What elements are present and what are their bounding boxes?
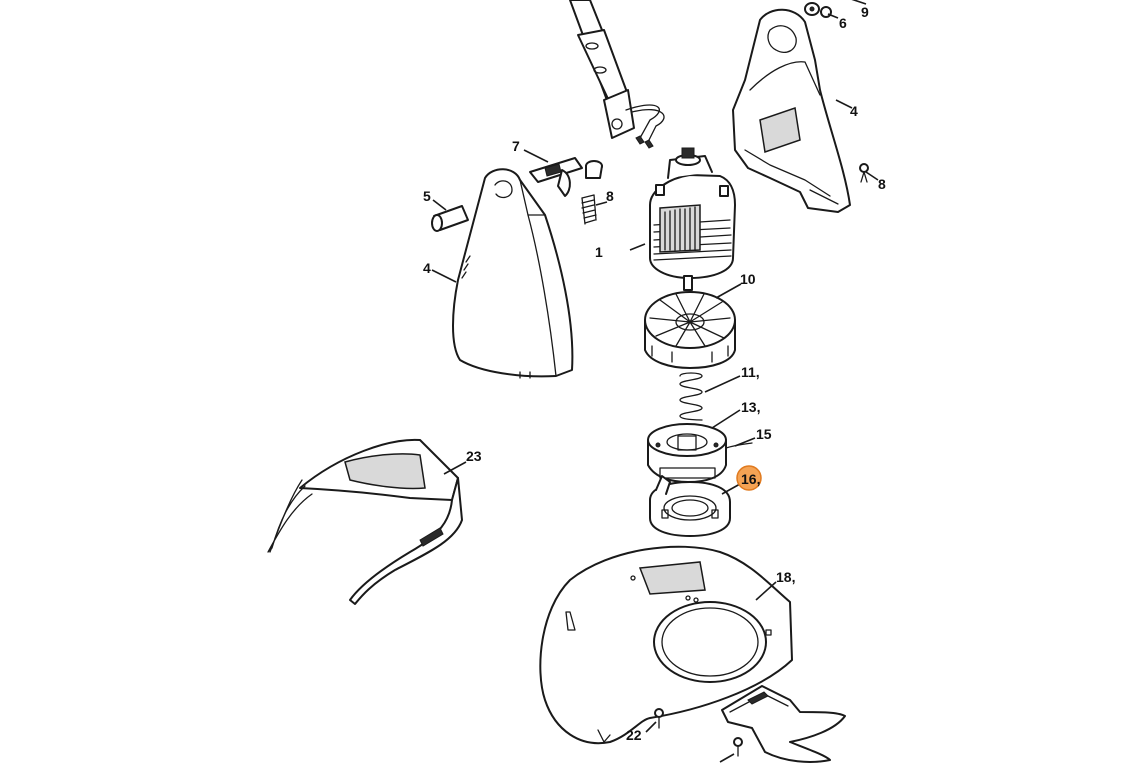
shaft-tube-part[interactable] xyxy=(569,0,665,149)
screw-part-22-second[interactable] xyxy=(733,737,743,757)
deflector-guard-part-18[interactable] xyxy=(539,545,793,745)
housing-half-left-part[interactable] xyxy=(452,168,574,379)
switch-part-7[interactable] xyxy=(529,157,603,197)
callout-5[interactable]: 5 xyxy=(423,188,431,204)
callout-8-left[interactable]: 8 xyxy=(606,188,614,204)
spring-part-11[interactable] xyxy=(679,372,703,421)
motor-part-1[interactable] xyxy=(649,147,736,291)
callout-1[interactable]: 1 xyxy=(595,244,603,260)
callout-4-left[interactable]: 4 xyxy=(423,260,431,276)
nut-part-9[interactable] xyxy=(804,2,820,16)
callout-11[interactable]: 11, xyxy=(741,364,760,380)
callout-23[interactable]: 23 xyxy=(466,448,482,464)
callout-18[interactable]: 18, xyxy=(776,569,795,585)
callout-highlight-marker[interactable] xyxy=(736,465,762,491)
callout-8-right[interactable]: 8 xyxy=(878,176,886,192)
spring-part-8-left[interactable] xyxy=(581,194,597,225)
spacer-guide-part[interactable] xyxy=(721,685,846,763)
callout-4-right[interactable]: 4 xyxy=(850,103,858,119)
spool-part-13[interactable] xyxy=(647,423,727,483)
callout-7[interactable]: 7 xyxy=(512,138,520,154)
callout-22[interactable]: 22 xyxy=(626,727,642,743)
callout-15[interactable]: 15 xyxy=(756,426,772,442)
spool-housing-part-16[interactable] xyxy=(649,475,731,537)
callout-6[interactable]: 6 xyxy=(839,15,847,31)
screw-part-22[interactable] xyxy=(654,708,664,729)
callout-9[interactable]: 9 xyxy=(861,4,869,20)
washer-part-6[interactable] xyxy=(820,6,832,18)
callout-16[interactable]: 16, xyxy=(741,471,760,487)
housing-half-right-part[interactable] xyxy=(732,8,851,213)
callout-13[interactable]: 13, xyxy=(741,399,760,415)
pin-part-5[interactable] xyxy=(431,205,469,232)
leader-lines xyxy=(431,0,879,763)
screw-part-8-right[interactable] xyxy=(859,163,869,183)
safety-glasses-part-23[interactable] xyxy=(267,438,463,605)
callout-10[interactable]: 10 xyxy=(740,271,756,287)
fan-impeller-part-10[interactable] xyxy=(644,291,736,369)
callout-labels: 9 6 4 8 7 5 8 4 1 10 11, 13, 15 16, 18, … xyxy=(423,4,886,743)
